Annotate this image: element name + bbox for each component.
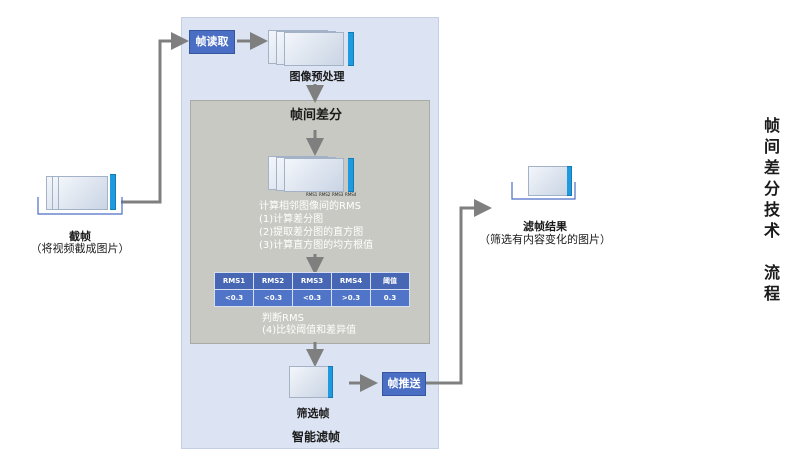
- judge-heading: 判断RMS: [262, 313, 304, 324]
- rms-table: RMS1 RMS2 RMS3 RMS4 阈值 <0.3 <0.3 <0.3 >0…: [214, 272, 410, 307]
- filter-frame-label: 筛选帧: [296, 407, 330, 420]
- vtitle-char: 术: [763, 221, 780, 240]
- step-3: (3)计算直方图的均方根值: [259, 240, 374, 251]
- rms-mini-3: RMS3: [332, 192, 344, 197]
- left-title: 截帧: [69, 230, 91, 243]
- step-2: (2)提取差分图的直方图: [259, 227, 364, 238]
- threshold-value: 0.3: [370, 289, 410, 307]
- frame-push-button[interactable]: 帧推送: [382, 372, 426, 396]
- rms-table-header-row: RMS1 RMS2 RMS3 RMS4 阈值: [214, 272, 410, 290]
- step-heading: 计算相邻图像间的RMS: [259, 201, 361, 212]
- judge-step: (4)比较阈值和差异值: [262, 325, 357, 336]
- rms-mini-2: RMS2: [319, 192, 331, 197]
- rms-header-1: RMS1: [214, 272, 254, 290]
- preprocess-label: 图像预处理: [289, 70, 345, 83]
- rms-value-1: <0.3: [214, 289, 254, 307]
- rms-table-value-row: <0.3 <0.3 <0.3 >0.3 0.3: [214, 289, 410, 307]
- vtitle-char: 技: [763, 200, 780, 219]
- rms-value-4: >0.3: [331, 289, 371, 307]
- arrow-left-to-read: [121, 32, 189, 204]
- arrow-push-to-result: [426, 199, 492, 385]
- left-subtitle: （将视频截成图片）: [30, 242, 130, 255]
- result-subtitle: （筛选有内容变化的图片）: [479, 233, 611, 246]
- threshold-header: 阈值: [370, 272, 410, 290]
- result-title: 滤帧结果: [523, 220, 567, 233]
- step-1: (1)计算差分图: [259, 214, 324, 225]
- vtitle-char: 分: [763, 179, 780, 198]
- rms-value-3: <0.3: [292, 289, 332, 307]
- diff-title: 帧间差分: [289, 108, 342, 123]
- vtitle-char: 帧: [763, 116, 780, 135]
- rms-value-2: <0.3: [253, 289, 293, 307]
- vtitle-char: 流: [763, 263, 780, 282]
- rms-header-3: RMS3: [292, 272, 332, 290]
- vtitle-char: 间: [763, 137, 780, 156]
- panel-title: 智能滤帧: [291, 430, 340, 444]
- vtitle-char: 差: [763, 158, 780, 177]
- rms-header-2: RMS2: [253, 272, 293, 290]
- right-bracket: [511, 182, 576, 200]
- vertical-title: 帧 间 差 分 技 术 流 程: [762, 115, 782, 304]
- vtitle-char: [762, 241, 782, 262]
- rms-mini-4: RMS4: [345, 192, 357, 197]
- frame-read-button[interactable]: 帧读取: [189, 30, 235, 54]
- left-bracket: [37, 197, 123, 215]
- vtitle-char: 程: [763, 284, 780, 303]
- rms-mini-1: RMS1: [306, 192, 318, 197]
- rms-header-4: RMS4: [331, 272, 371, 290]
